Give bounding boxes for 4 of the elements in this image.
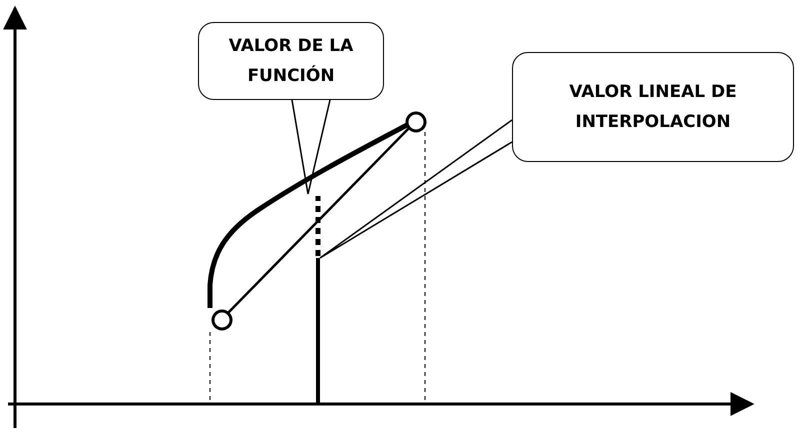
callout-bubble: VALOR LINEAL DE INTERPOLACION [512,52,794,162]
leader-line [319,119,513,259]
leader-line [291,99,331,195]
callout-bubble: VALOR DE LA FUNCIÓN [198,22,384,100]
